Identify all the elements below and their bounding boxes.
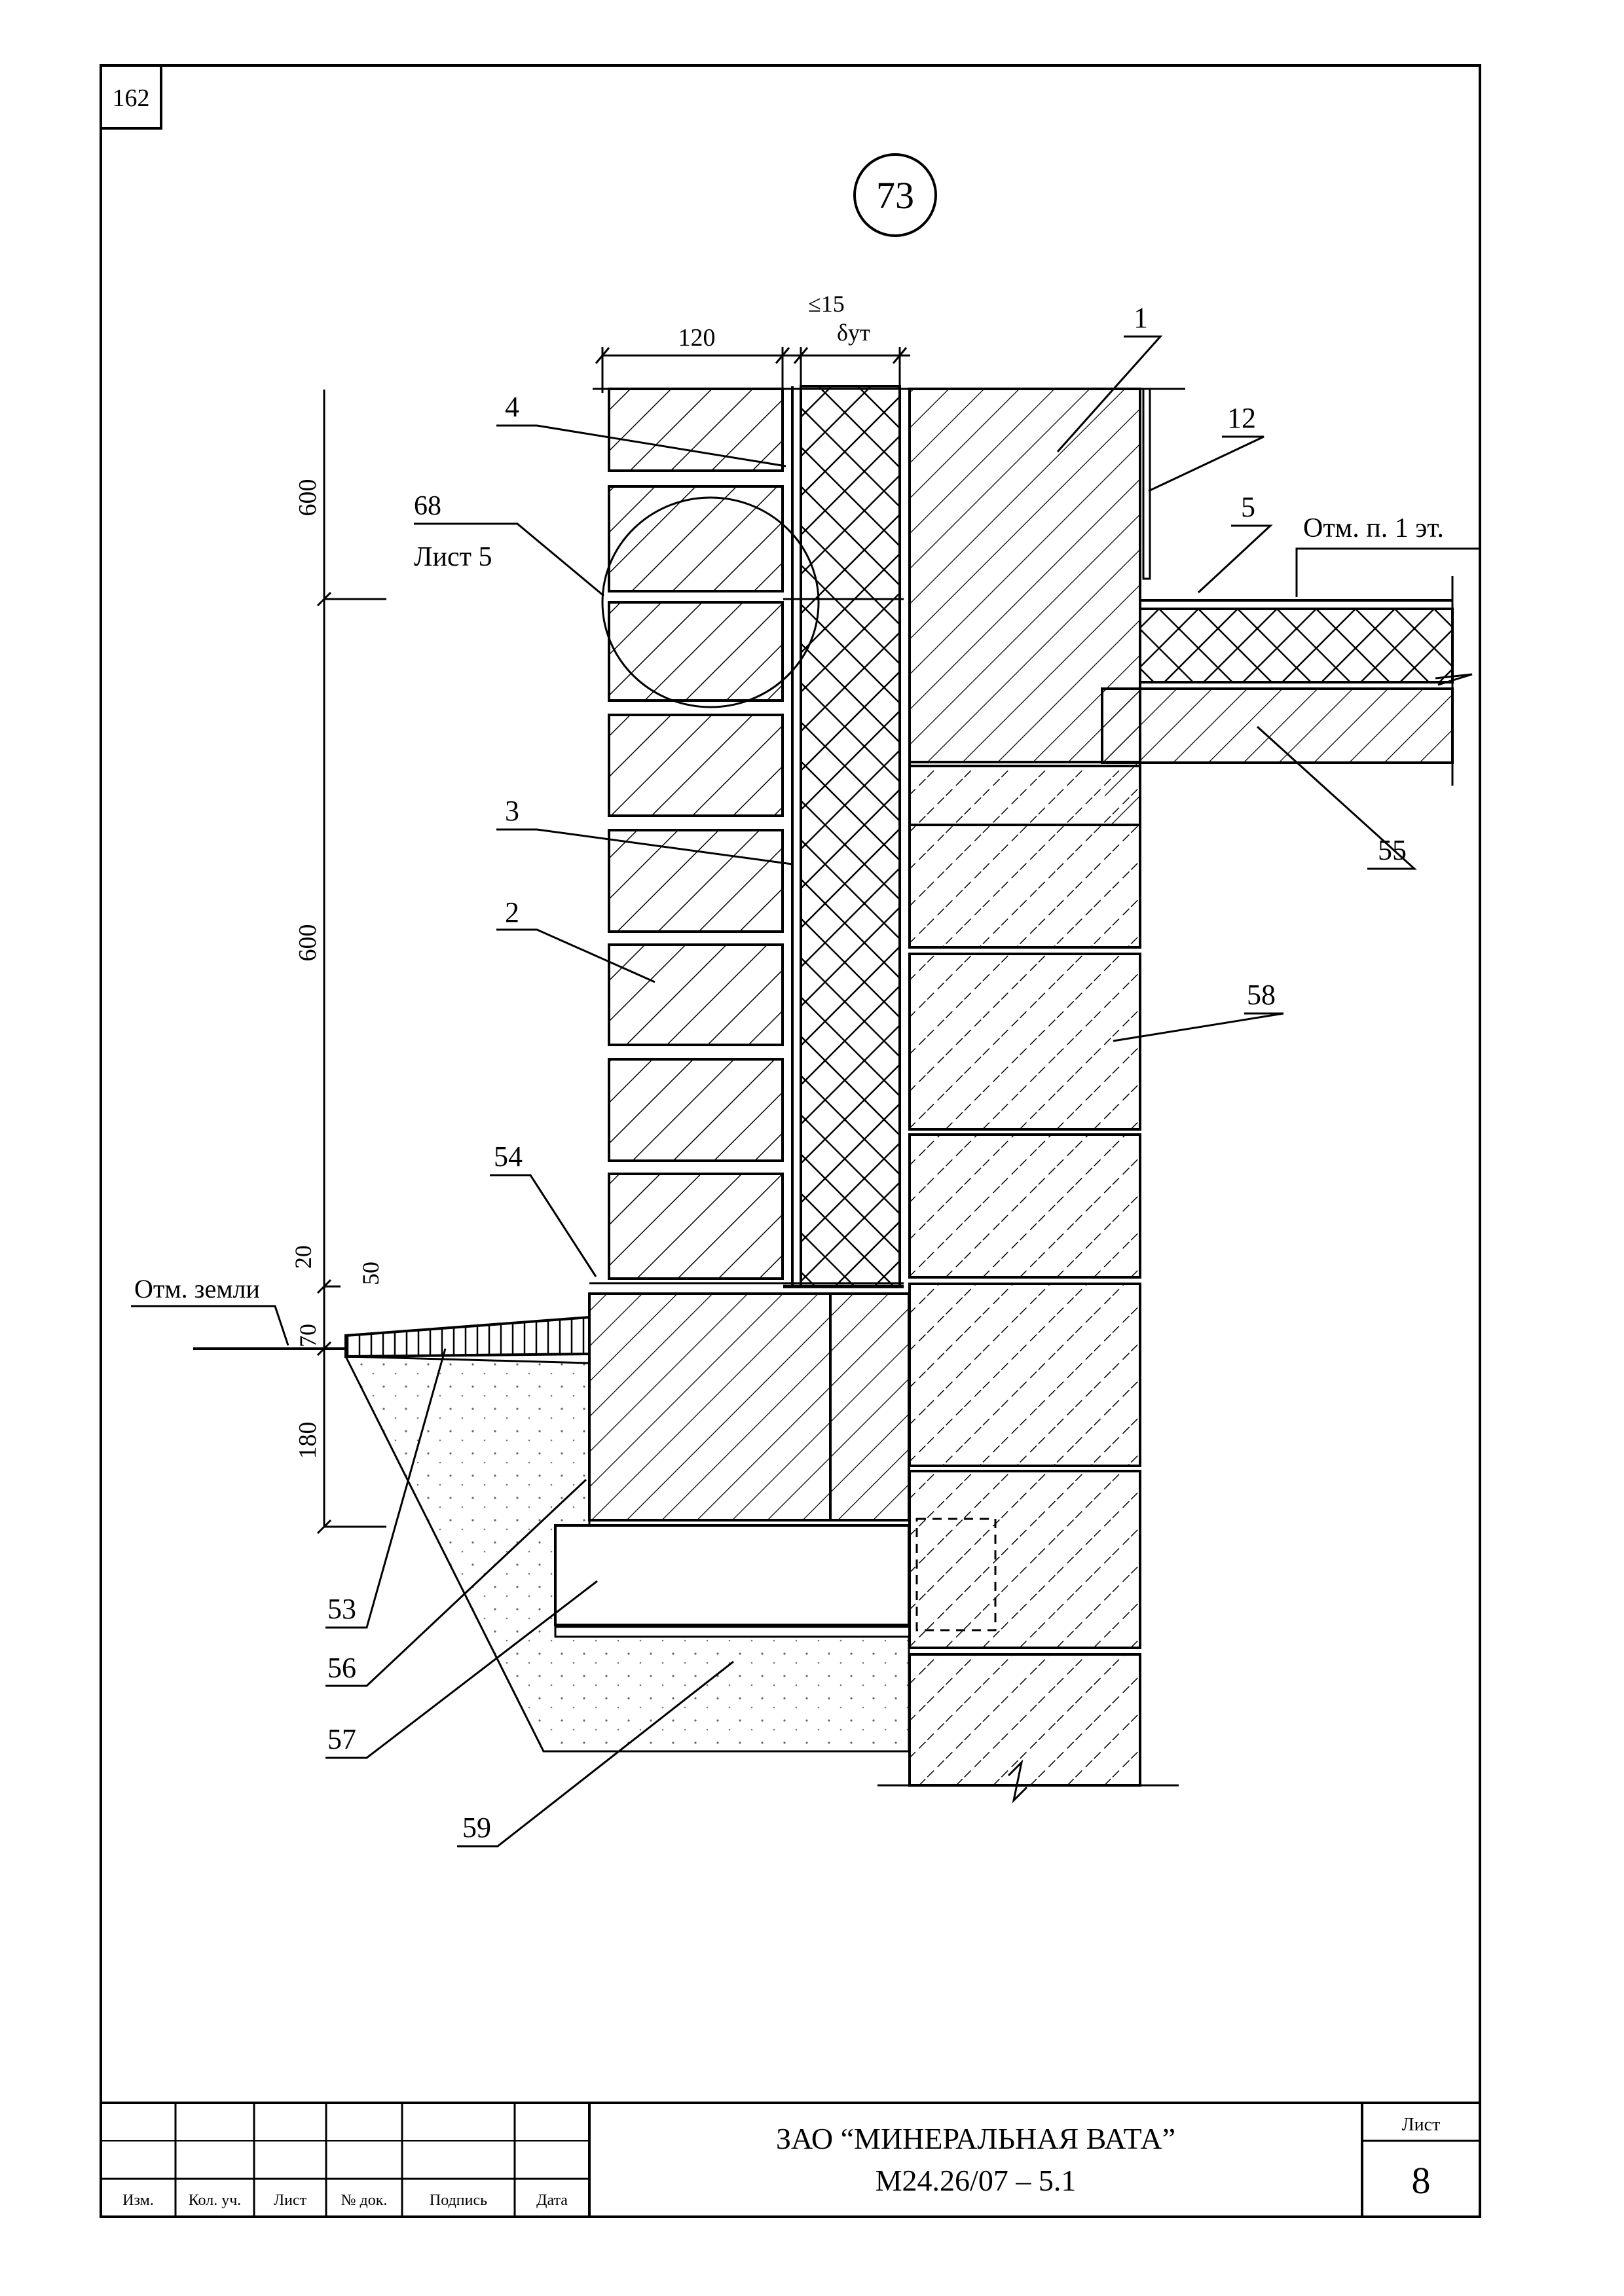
foundation-beam (554, 1518, 997, 1631)
callout-5: 5 (1241, 491, 1255, 523)
tb-header-date: Дата (536, 2192, 568, 2209)
dim-70: 70 (295, 1324, 321, 1347)
level-ground: Отм. земли (134, 1274, 260, 1303)
detail-reference-circle (601, 496, 820, 708)
callout-2: 2 (505, 896, 519, 928)
reference-detail: 68 (414, 491, 441, 521)
detail-marker (853, 153, 937, 237)
level-ground-mark (131, 1305, 289, 1346)
dim-gap-max: ≤15 (808, 291, 845, 317)
dim-50: 50 (358, 1262, 384, 1285)
level-first-floor: Отм. п. 1 эт. (1303, 513, 1444, 543)
level-floor-mark (1295, 547, 1480, 597)
foundation-block-wall (877, 765, 1179, 1804)
tb-company: ЗАО “МИНЕРАЛЬНАЯ ВАТА” (776, 2122, 1175, 2155)
callout-58: 58 (1247, 979, 1276, 1011)
callout-56: 56 (327, 1652, 356, 1684)
detail-number: 73 (876, 174, 914, 217)
dim-middle-height: 600 (294, 924, 322, 962)
callout-57: 57 (327, 1723, 356, 1755)
page-number-box (100, 64, 162, 130)
tb-sheet-number: 8 (1412, 2159, 1431, 2202)
floor-construction (1101, 576, 1473, 786)
tb-header-izm: Изм. (122, 2192, 154, 2209)
dim-brick-width: 120 (678, 324, 716, 352)
tb-sheet-label: Лист (1402, 2115, 1441, 2135)
callout-59: 59 (462, 1812, 491, 1844)
callout-leaders (325, 335, 1417, 1848)
tb-header-sign: Подпись (430, 2192, 487, 2209)
outer-frame (100, 64, 1481, 2218)
dimension-lines (316, 347, 910, 1535)
tb-header-doc: № док. (341, 2192, 388, 2209)
tb-header-kol: Кол. уч. (189, 2192, 242, 2209)
dim-upper-height: 600 (294, 479, 322, 517)
callout-54: 54 (494, 1140, 523, 1173)
blind-area (193, 1315, 591, 1358)
insulation-layer (783, 385, 904, 1288)
dim-20: 20 (290, 1245, 316, 1269)
callout-55: 55 (1378, 834, 1407, 866)
callout-1: 1 (1134, 302, 1148, 334)
callout-3: 3 (505, 795, 519, 827)
brick-facing (593, 388, 1185, 1280)
callout-53: 53 (327, 1593, 356, 1625)
dim-insulation: δут (837, 319, 870, 346)
reference-sheet: Лист 5 (414, 542, 492, 572)
tb-header-list: Лист (274, 2192, 307, 2209)
callout-4: 4 (505, 391, 519, 423)
plinth-block (588, 1282, 910, 1522)
sand-base (344, 1355, 910, 1753)
reference-leader (414, 522, 604, 597)
title-block (101, 2102, 1480, 2217)
page-number: 162 (113, 84, 150, 112)
callout-12: 12 (1227, 402, 1256, 434)
tb-code: М24.26/07 – 5.1 (876, 2164, 1077, 2197)
dim-180: 180 (294, 1422, 322, 1459)
